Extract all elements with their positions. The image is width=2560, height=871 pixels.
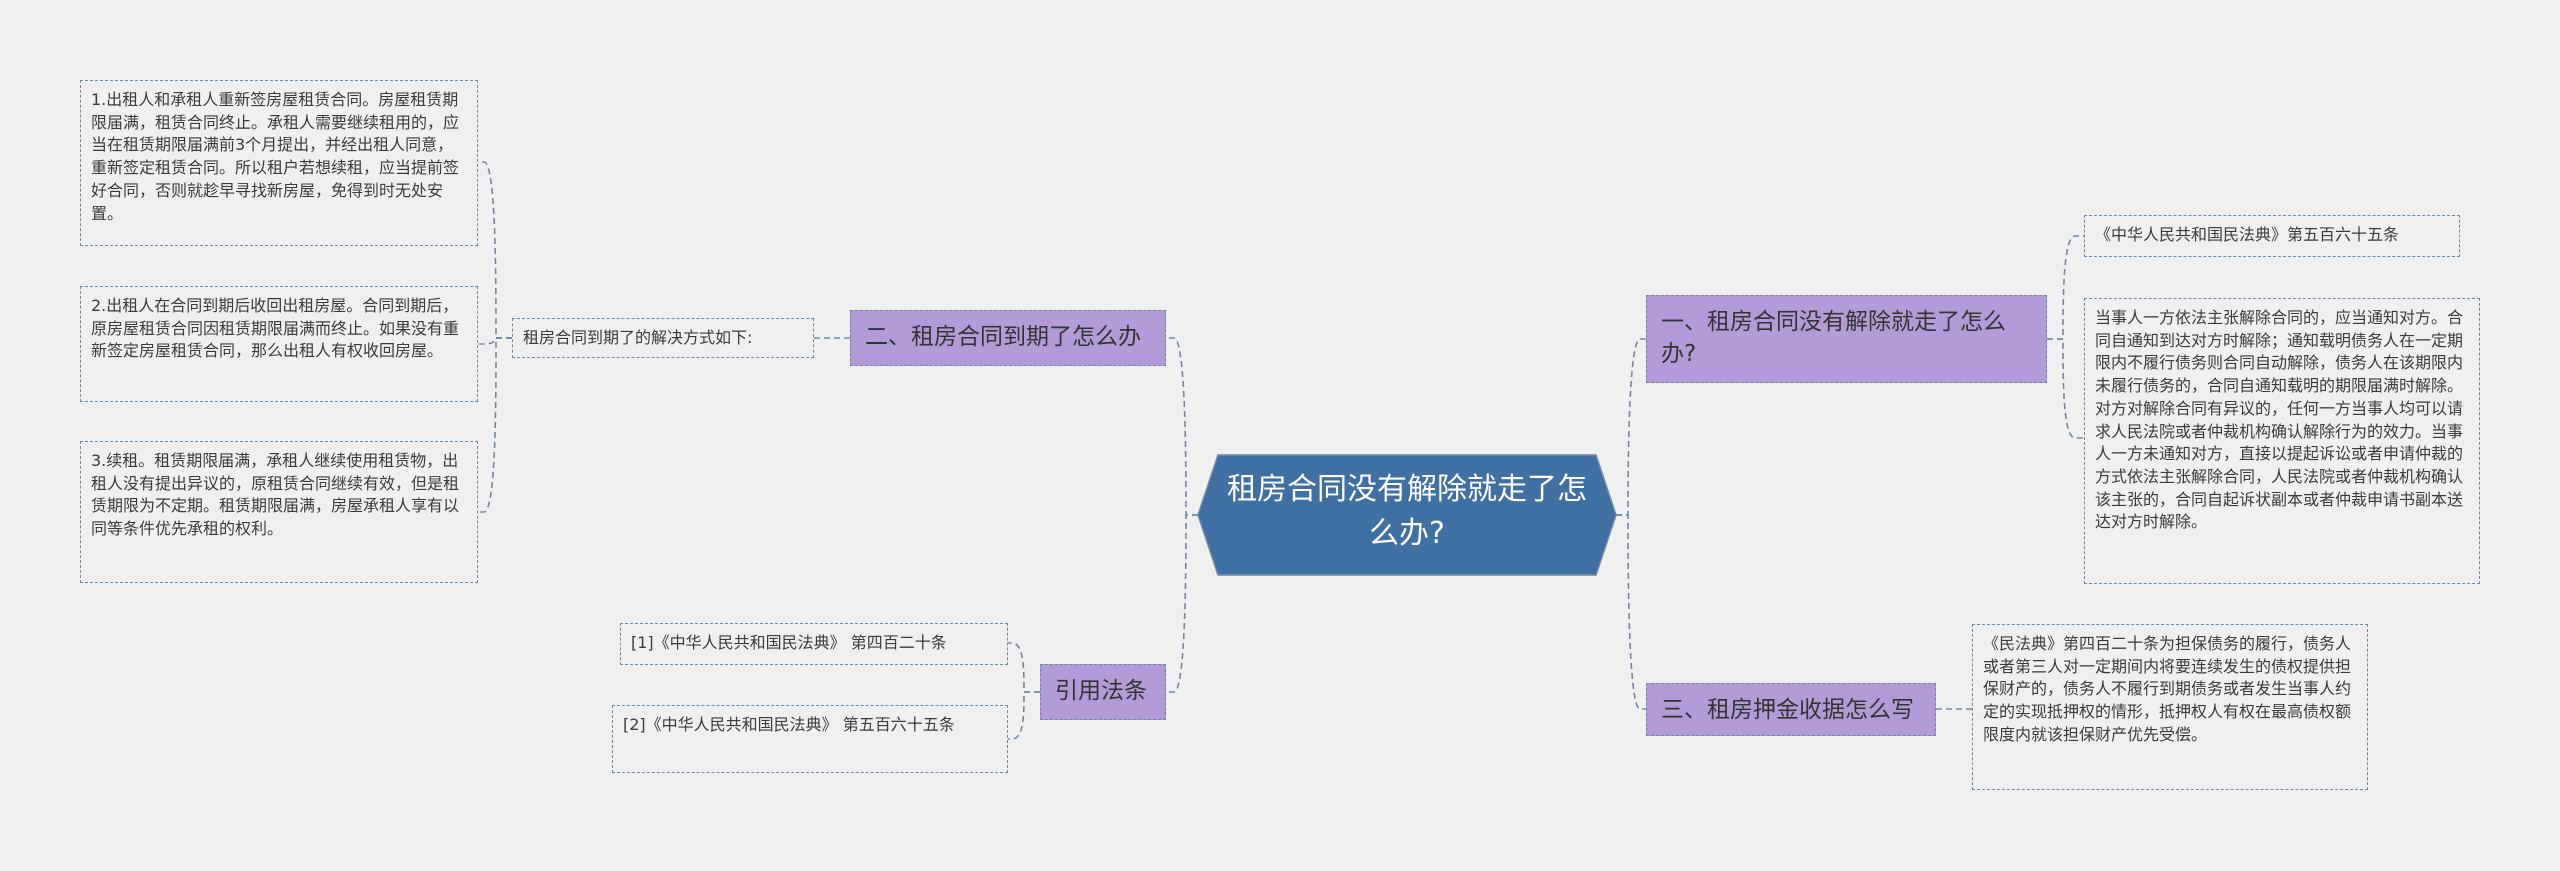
root-title[interactable]: 租房合同没有解除就走了怎么办? xyxy=(1227,472,1587,551)
link-inter-leaf3 xyxy=(478,337,512,513)
b2-leaf-3[interactable]: 3.续租。租赁期限届满，承租人继续使用租赁物，出租人没有提出异议的，原租赁合同继… xyxy=(80,441,478,583)
link-root-b1 xyxy=(1616,338,1646,516)
b1-leaf-law-ref[interactable]: 《中华人民共和国民法典》第五百六十五条 xyxy=(2084,215,2460,257)
b4-leaf-2[interactable]: [2]《中华人民共和国民法典》 第五百六十五条 xyxy=(612,705,1008,773)
b4-leaf-1[interactable]: [1]《中华人民共和国民法典》 第四百二十条 xyxy=(620,623,1008,665)
link-inter-leaf2 xyxy=(478,337,512,345)
link-b1-c1 xyxy=(2047,235,2084,340)
branch-node-1[interactable]: 一、租房合同没有解除就走了怎么办? xyxy=(1646,295,2047,383)
link-b1-c2 xyxy=(2047,338,2084,439)
b2-intermediate[interactable]: 租房合同到期了的解决方式如下: xyxy=(512,318,814,358)
b1-leaf-law-text[interactable]: 当事人一方依法主张解除合同的，应当通知对方。合同自通知到达对方时解除；通知载明债… xyxy=(2084,298,2480,584)
b3-leaf-law-text[interactable]: 《民法典》第四百二十条为担保债务的履行，债务人或者第三人对一定期间内将要连续发生… xyxy=(1972,624,2368,790)
b2-leaf-1[interactable]: 1.出租人和承租人重新签房屋租赁合同。房屋租赁期限届满，租赁合同终止。承租人需要… xyxy=(80,80,478,246)
link-b4-c1 xyxy=(1008,642,1040,693)
link-b4-c2 xyxy=(1008,691,1040,740)
link-inter-leaf1 xyxy=(478,161,512,339)
branch-node-4[interactable]: 引用法条 xyxy=(1040,664,1166,720)
link-root-b3 xyxy=(1616,514,1646,710)
link-root-b4 xyxy=(1166,514,1198,693)
link-root-b2 xyxy=(1166,337,1198,516)
branch-node-3[interactable]: 三、租房押金收据怎么写 xyxy=(1646,683,1936,736)
branch-node-2[interactable]: 二、租房合同到期了怎么办 xyxy=(850,310,1166,366)
b2-leaf-2[interactable]: 2.出租人在合同到期后收回出租房屋。合同到期后，原房屋租赁合同因租赁期限届满而终… xyxy=(80,286,478,402)
